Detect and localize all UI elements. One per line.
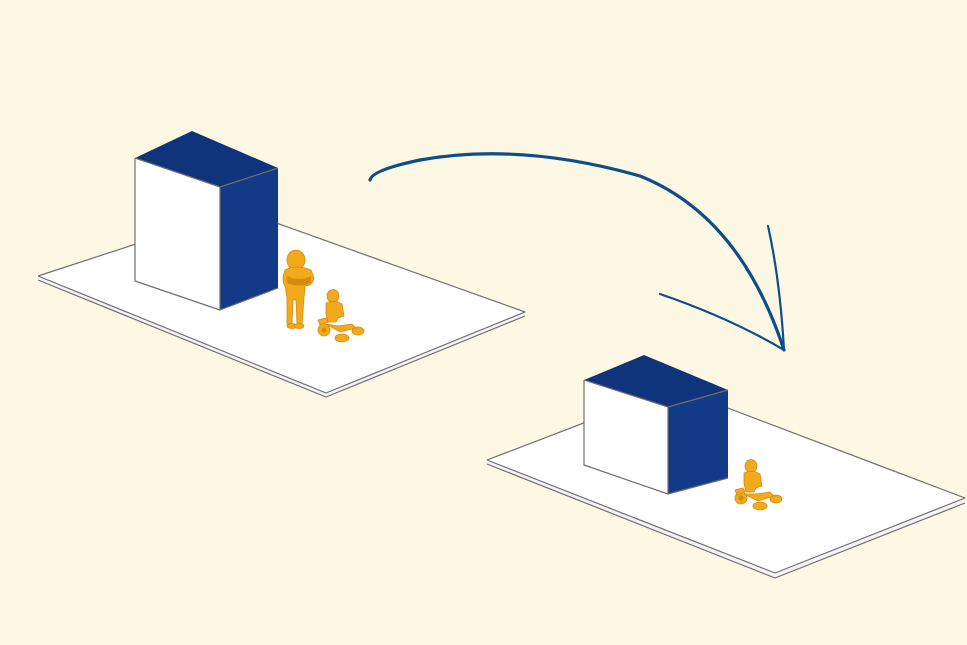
scene-after <box>486 355 966 579</box>
building-box-left <box>134 131 279 311</box>
child-tricycle-icon <box>317 289 365 343</box>
building-box-right <box>583 355 729 495</box>
adult-figure-icon <box>282 249 315 329</box>
scene-before <box>37 131 526 398</box>
curved-arrow-icon <box>368 152 786 352</box>
child-tricycle-icon <box>734 459 783 511</box>
